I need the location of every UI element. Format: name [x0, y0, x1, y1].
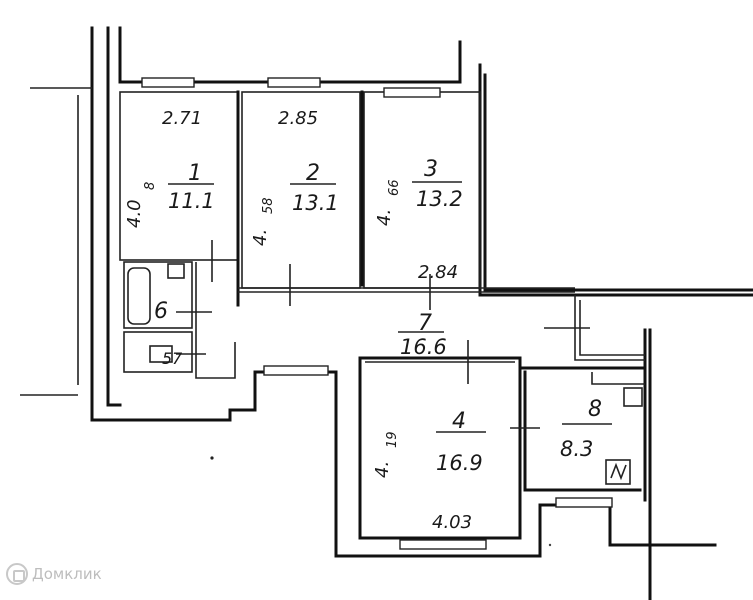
stray-marks: [210, 456, 552, 547]
width-label-room1: 2.71: [162, 108, 202, 129]
room-area-2: 13.1: [292, 191, 339, 215]
door-marks: [176, 240, 590, 429]
room-4-label: 4 16.9 4.03 4. 19: [372, 409, 486, 533]
corridor-label: 2.84 7 16.6: [398, 262, 458, 359]
depth-label-room1: 4.0: [124, 199, 145, 228]
room-number-2: 2: [306, 161, 320, 186]
room-8-label: 8 8.3: [560, 397, 612, 461]
depth-sup-room2: 58: [261, 197, 276, 214]
depth-label-room3: 4.: [374, 209, 395, 226]
room-number-5: 5: [162, 349, 172, 368]
depth-sup-room1: 8: [143, 182, 158, 190]
depth-sup-room4: 19: [385, 431, 400, 448]
bath-labels: 6 5 7: [154, 299, 183, 368]
room-number-7: 7: [418, 311, 432, 336]
room-area-8: 8.3: [560, 437, 593, 461]
width-label-corridor: 2.84: [418, 262, 458, 283]
window-room-8: [555, 497, 613, 508]
window-room-1: [141, 77, 195, 88]
room-area-4: 16.9: [436, 451, 483, 475]
window-kitchen: [263, 365, 329, 376]
depth-label-room2: 4.: [250, 229, 271, 246]
width-label-room2: 2.85: [278, 108, 318, 129]
room-number-3: 3: [424, 157, 438, 182]
room-number-8: 8: [588, 397, 602, 422]
room-area-7: 16.6: [400, 335, 447, 359]
window-room-4: [399, 539, 487, 550]
room-area-5: 7: [172, 349, 183, 368]
window-room-3: [383, 87, 441, 98]
room-area-3: 13.2: [416, 187, 463, 211]
width-label-room4: 4.03: [432, 512, 472, 533]
windows: [141, 77, 613, 550]
room-2-label: 2.85 2 13.1 4. 58: [250, 108, 339, 246]
room-number-4: 4: [452, 409, 466, 434]
room-number-6: 6: [154, 299, 168, 324]
depth-label-room4: 4.: [372, 461, 393, 478]
outer-walls: [20, 26, 753, 600]
room-walls: [119, 90, 647, 540]
room-1-label: 2.71 1 11.1 4.0 8: [124, 108, 215, 228]
watermark-text: Домклик: [32, 565, 102, 583]
domclick-logo-icon: [6, 563, 28, 585]
room-number-1: 1: [188, 161, 202, 186]
room-3-label: 3 13.2 4. 66: [374, 157, 463, 226]
room-area-1: 11.1: [168, 189, 215, 213]
watermark: Домклик: [6, 563, 102, 585]
window-room-2: [267, 77, 321, 88]
depth-sup-room3: 66: [387, 179, 402, 196]
